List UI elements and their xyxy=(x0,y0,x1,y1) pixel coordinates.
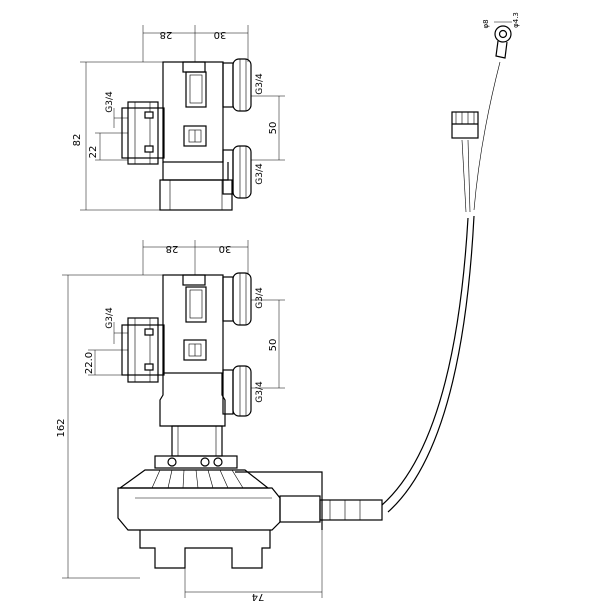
bottom-dim-162: 162 xyxy=(56,418,67,437)
top-dim-28: 28 xyxy=(160,29,173,40)
bottom-port-upper-label: G3/4 xyxy=(255,287,265,309)
bottom-port-left-label: G3/4 xyxy=(105,307,115,329)
top-dim-82: 82 xyxy=(72,134,83,147)
bottom-valve-view: 28 30 G3/4 G3/4 G3/4 50 22.0 162 74 xyxy=(56,240,383,602)
terminal-dim-hole: φ4.3 xyxy=(512,12,520,28)
top-dim-22: 22 xyxy=(88,146,99,159)
bottom-dim-28: 28 xyxy=(166,243,179,254)
bottom-dim-30: 30 xyxy=(219,243,232,254)
bottom-dim-50: 50 xyxy=(268,339,279,352)
bottom-dim-74: 74 xyxy=(252,591,265,602)
top-valve-view: 28 30 G3/4 G3/4 G3/4 50 82 22 xyxy=(72,25,285,211)
bottom-dim-22: 22.0 xyxy=(84,352,95,374)
terminal-dim-phi: φ8 xyxy=(482,19,490,28)
bottom-port-lower-label: G3/4 xyxy=(255,381,265,403)
cable-assembly: φ8 φ4.3 xyxy=(381,12,520,513)
top-dim-50: 50 xyxy=(268,122,279,135)
top-port-upper-label: G3/4 xyxy=(255,73,265,95)
top-port-lower-label: G3/4 xyxy=(255,163,265,185)
top-dim-30: 30 xyxy=(214,29,227,40)
top-port-left-label: G3/4 xyxy=(105,91,115,113)
